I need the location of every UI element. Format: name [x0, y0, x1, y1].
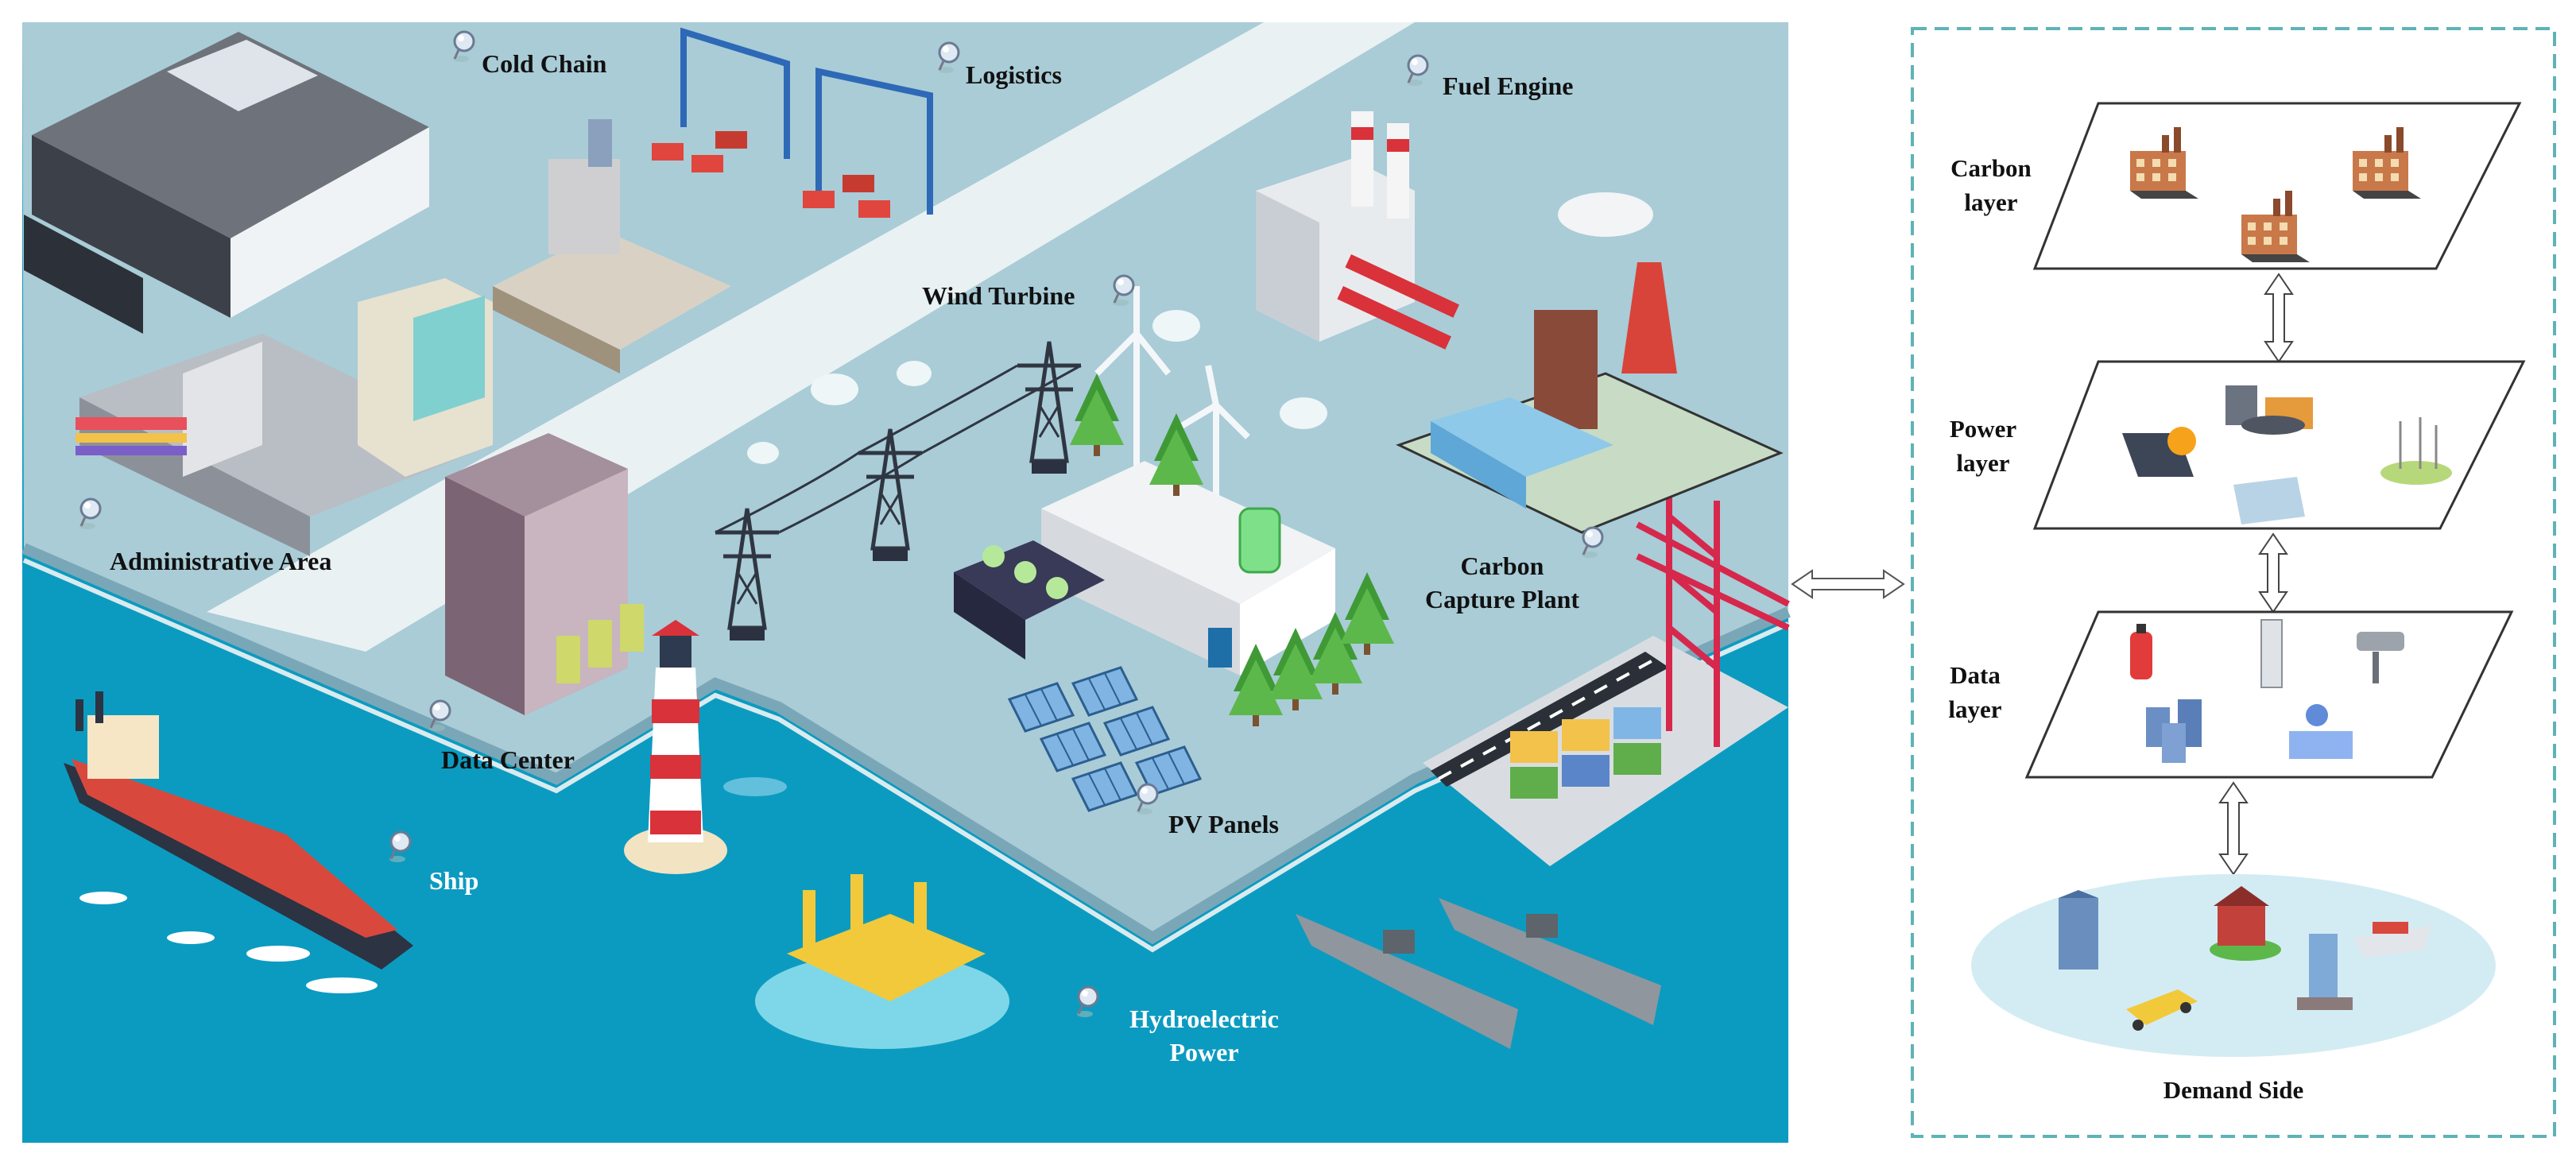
wind-turbine-icon	[2380, 417, 2452, 485]
harbor-crane	[1636, 477, 1790, 747]
label-carbon-capture-line2: Capture Plant	[1424, 584, 1580, 613]
land-edge	[21, 543, 1791, 945]
seaport-building	[493, 119, 731, 373]
ferry-icon	[2353, 922, 2432, 958]
double-arrow-power-data	[2258, 532, 2288, 613]
carbon-layer-line1: Carbon	[1950, 154, 2032, 182]
label-carbon-layer: Carbon layer	[1931, 151, 2051, 220]
double-arrow-data-demand	[2218, 781, 2249, 876]
cargo-ship	[64, 691, 413, 970]
carbon-capture-plant	[1396, 192, 1784, 534]
label-carbon-capture-line1: Carbon	[1460, 552, 1544, 580]
data-center-building	[445, 433, 644, 715]
label-data-layer: Data layer	[1916, 658, 2035, 727]
label-hydro-line2: Power	[1169, 1037, 1239, 1066]
fire-extinguisher-icon	[2130, 624, 2152, 679]
battery-stacks	[954, 540, 1105, 660]
logistics-containers	[652, 131, 890, 218]
network-device-icon	[2289, 704, 2353, 759]
cold-chain-building	[24, 32, 429, 334]
demand-side-ellipse	[1971, 874, 2496, 1057]
hydro-icon	[2233, 477, 2305, 524]
label-data-center: Data Center	[441, 745, 575, 774]
power-layer-plane	[2032, 360, 2526, 530]
label-cold-chain: Cold Chain	[482, 49, 607, 78]
server-icon	[2260, 619, 2283, 688]
data-center-icon	[2146, 699, 2202, 763]
layers-panel-border	[1911, 27, 2556, 1138]
hydroelectric-platform	[755, 874, 1009, 1049]
container-cranes	[680, 27, 933, 215]
data-layer-line1: Data	[1950, 661, 2001, 689]
tower-icon	[2297, 934, 2353, 1010]
label-fuel-engine: Fuel Engine	[1443, 72, 1574, 100]
solar-panel-icon	[2122, 427, 2196, 477]
power-layer-line1: Power	[1949, 415, 2017, 443]
building-icon	[2059, 890, 2098, 970]
double-arrow-carbon-power	[2264, 273, 2294, 363]
warships	[1296, 898, 1661, 1049]
label-wind-turbine: Wind Turbine	[922, 281, 1075, 310]
data-layer-line2: layer	[1948, 695, 2002, 724]
lighthouse	[624, 620, 727, 874]
car-icon	[2126, 989, 2198, 1031]
double-arrow-scene	[1791, 569, 1905, 599]
shipping-containers	[1510, 707, 1661, 799]
label-demand-side: Demand Side	[2163, 1076, 2304, 1104]
waves	[79, 777, 787, 993]
energy-storage-building	[1041, 461, 1335, 675]
administrative-building	[76, 278, 493, 556]
cctv-camera-icon	[2357, 632, 2404, 683]
label-ship: Ship	[429, 866, 479, 895]
label-power-layer: Power layer	[1923, 412, 2043, 481]
carbon-layer-line2: layer	[1964, 188, 2018, 217]
power-layer-line2: layer	[1956, 449, 2010, 478]
power-plant-icon	[2225, 385, 2313, 435]
barn-icon	[2210, 886, 2281, 961]
label-administrative-area: Administrative Area	[110, 547, 332, 575]
clouds	[747, 310, 1327, 464]
label-pv-panels: PV Panels	[1168, 810, 1279, 838]
label-hydroelectric-power: Hydroelectric Power	[1105, 1003, 1303, 1069]
fuel-engine-plant	[1256, 111, 1459, 350]
label-carbon-capture-plant: Carbon Capture Plant	[1415, 550, 1590, 616]
label-hydro-line1: Hydroelectric	[1129, 1004, 1279, 1033]
label-logistics: Logistics	[966, 60, 1062, 89]
